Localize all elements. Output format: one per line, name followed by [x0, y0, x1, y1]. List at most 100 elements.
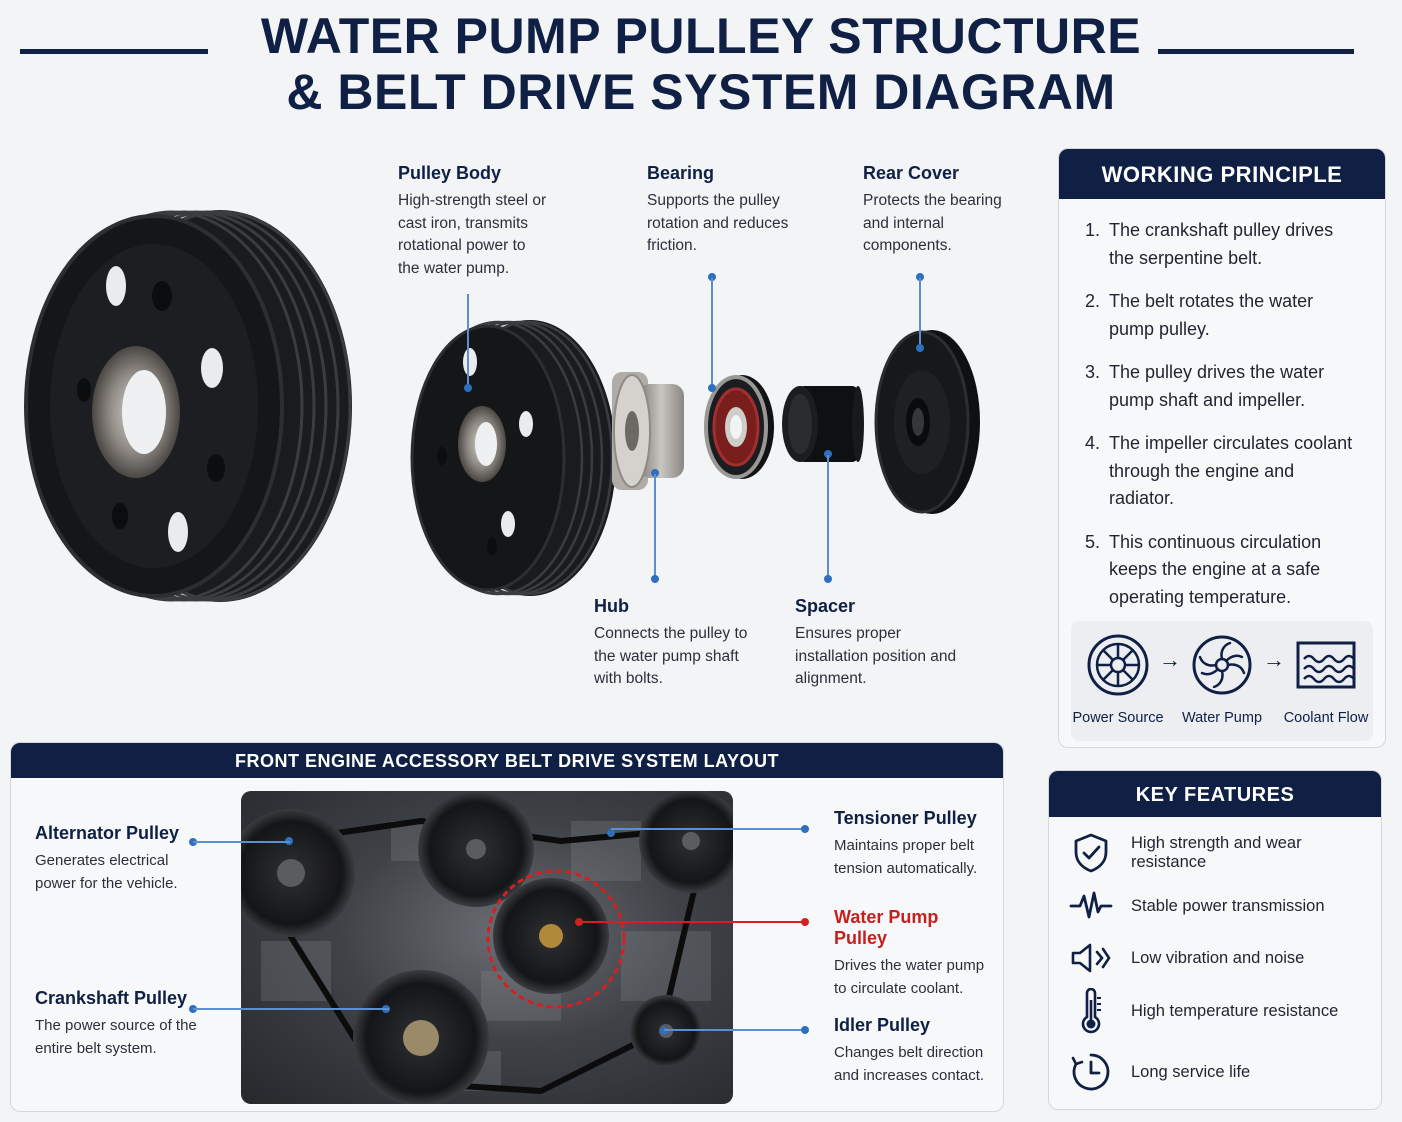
shield-check-icon [1069, 831, 1113, 875]
flow-diagram: Power Source → Water Pump → [1071, 621, 1373, 741]
idler-desc: Changes belt direction and increases con… [834, 1044, 985, 1084]
spacer-dot [824, 450, 832, 458]
gear-icon [1087, 634, 1149, 696]
thermometer-icon [1069, 988, 1113, 1034]
callout-bearing: Bearing Supports the pulley rotation and… [647, 163, 812, 258]
hub-dot [651, 469, 659, 477]
flow-item-power-source: Power Source [1063, 633, 1173, 726]
principle-step-text: The crankshaft pulley drives the serpent… [1109, 220, 1334, 268]
feature-item: High strength and wear resistance [1069, 831, 1371, 875]
callout-spacer: Spacer Ensures proper installation posit… [795, 596, 965, 691]
principle-step: 4.The impeller circulates coolant throug… [1085, 430, 1359, 513]
title-rule-right [1158, 49, 1354, 54]
flow-item-coolant-flow: Coolant Flow [1271, 633, 1381, 726]
callout-hub: Hub Connects the pulley to the water pum… [594, 596, 754, 691]
callout-crankshaft: Crankshaft Pulley The power source of th… [35, 988, 215, 1060]
idler-dot [801, 1026, 809, 1034]
rear-cover-desc: Protects the bearing and internal compon… [863, 192, 1002, 254]
feature-text: High strength and wear resistance [1131, 834, 1302, 871]
page-title-line2: & BELT DRIVE SYSTEM DIAGRAM [286, 64, 1116, 120]
working-principle-steps: 1.The crankshaft pulley drives the serpe… [1059, 199, 1385, 611]
title-rule-left [20, 49, 208, 54]
spacer-illustration [782, 386, 864, 462]
principle-step-text: The pulley drives the water pump shaft a… [1109, 362, 1325, 410]
crankshaft-title: Crankshaft Pulley [35, 988, 188, 1008]
spacer-desc: Ensures proper installation position and… [795, 625, 957, 687]
rear-cover-dot-top [916, 273, 924, 281]
flow-item-water-pump: Water Pump [1167, 633, 1277, 726]
alternator-leader [193, 841, 290, 843]
water-pump-title: Water Pump Pulley [834, 907, 939, 948]
principle-step: 2.The belt rotates the water pump pulley… [1085, 288, 1359, 343]
hub-illustration [612, 372, 684, 490]
bearing-dot-top [708, 273, 716, 281]
idler-title: Idler Pulley [834, 1015, 931, 1035]
water-pump-desc: Drives the water pump to circulate coola… [834, 957, 985, 997]
pulley-body-dot [464, 384, 472, 392]
principle-step: 5.This continuous circulation keeps the … [1085, 529, 1359, 612]
crankshaft-desc: The power source of the entire belt syst… [35, 1017, 197, 1057]
flow-arrow-2: → [1263, 647, 1285, 672]
bearing-title: Bearing [647, 163, 715, 183]
feature-item: High temperature resistance [1069, 988, 1371, 1034]
callout-tensioner: Tensioner Pulley Maintains proper belt t… [834, 808, 994, 880]
alternator-title: Alternator Pulley [35, 823, 180, 843]
spacer-leader [827, 455, 829, 578]
water-pump-dot [801, 918, 809, 926]
hub-leader [654, 474, 656, 578]
working-principle-heading: WORKING PRINCIPLE [1059, 149, 1385, 199]
tensioner-leader [611, 828, 805, 830]
callout-pulley-body: Pulley Body High-strength steel or cast … [398, 163, 548, 280]
hub-title: Hub [594, 596, 629, 616]
engine-belt-photo [241, 791, 733, 1104]
key-features-heading: KEY FEATURES [1049, 771, 1381, 817]
working-principle-panel: WORKING PRINCIPLE 1.The crankshaft pulle… [1058, 148, 1386, 748]
rear-cover-leader [919, 278, 921, 346]
hub-dot-bottom [651, 575, 659, 583]
belt-layout-illustration [241, 791, 733, 1104]
callout-alternator: Alternator Pulley Generates electrical p… [35, 823, 205, 895]
coolant-wave-icon [1296, 641, 1356, 689]
feature-text: Low vibration and noise [1131, 948, 1305, 967]
flow-label-water-pump: Water Pump [1181, 710, 1263, 726]
clock-icon [1069, 1050, 1113, 1094]
idler-leader [664, 1029, 805, 1031]
pulley-body-title: Pulley Body [398, 163, 502, 183]
bearing-leader [711, 278, 713, 388]
pulley-body-leader [467, 294, 469, 388]
bearing-illustration [704, 375, 774, 479]
page-title-line1: WATER PUMP PULLEY STRUCTURE [260, 8, 1142, 64]
rear-cover-title: Rear Cover [863, 163, 960, 183]
principle-step-text: This continuous circulation keeps the en… [1109, 531, 1322, 607]
feature-item: Stable power transmission [1069, 884, 1371, 928]
feature-item: Long service life [1069, 1050, 1371, 1094]
tensioner-desc: Maintains proper belt tension automatica… [834, 837, 978, 877]
crankshaft-leader [193, 1008, 389, 1010]
tensioner-dot [801, 825, 809, 833]
pulley-assembly-illustration [24, 210, 352, 602]
pulse-wave-icon [1069, 884, 1113, 928]
alternator-desc: Generates electrical power for the vehic… [35, 852, 178, 892]
flow-arrow-1: → [1159, 647, 1181, 672]
page-title: WATER PUMP PULLEY STRUCTURE & BELT DRIVE… [210, 8, 1192, 120]
rear-cover-dot [916, 344, 924, 352]
principle-step-text: The belt rotates the water pump pulley. [1109, 291, 1314, 339]
feature-text: High temperature resistance [1131, 1001, 1339, 1020]
principle-step: 3.The pulley drives the water pump shaft… [1085, 359, 1359, 414]
impeller-icon [1192, 635, 1252, 695]
speaker-icon [1069, 936, 1113, 980]
flow-label-power-source: Power Source [1072, 710, 1164, 726]
callout-water-pump: Water Pump Pulley Drives the water pump … [834, 907, 994, 1000]
spacer-title: Spacer [795, 596, 856, 616]
callout-rear-cover: Rear Cover Protects the bearing and inte… [863, 163, 1023, 258]
principle-step: 1.The crankshaft pulley drives the serpe… [1085, 217, 1359, 272]
callout-idler: Idler Pulley Changes belt direction and … [834, 1015, 999, 1087]
bearing-dot [708, 384, 716, 392]
key-features-panel: KEY FEATURES High strength and wear resi… [1048, 770, 1382, 1110]
belt-drive-heading: FRONT ENGINE ACCESSORY BELT DRIVE SYSTEM… [11, 743, 1003, 778]
spacer-dot-bottom [824, 575, 832, 583]
feature-item: Low vibration and noise [1069, 936, 1371, 980]
flow-label-coolant-flow: Coolant Flow [1283, 710, 1369, 726]
pulley-body-desc: High-strength steel or cast iron, transm… [398, 192, 547, 277]
hub-desc: Connects the pulley to the water pump sh… [594, 625, 748, 687]
